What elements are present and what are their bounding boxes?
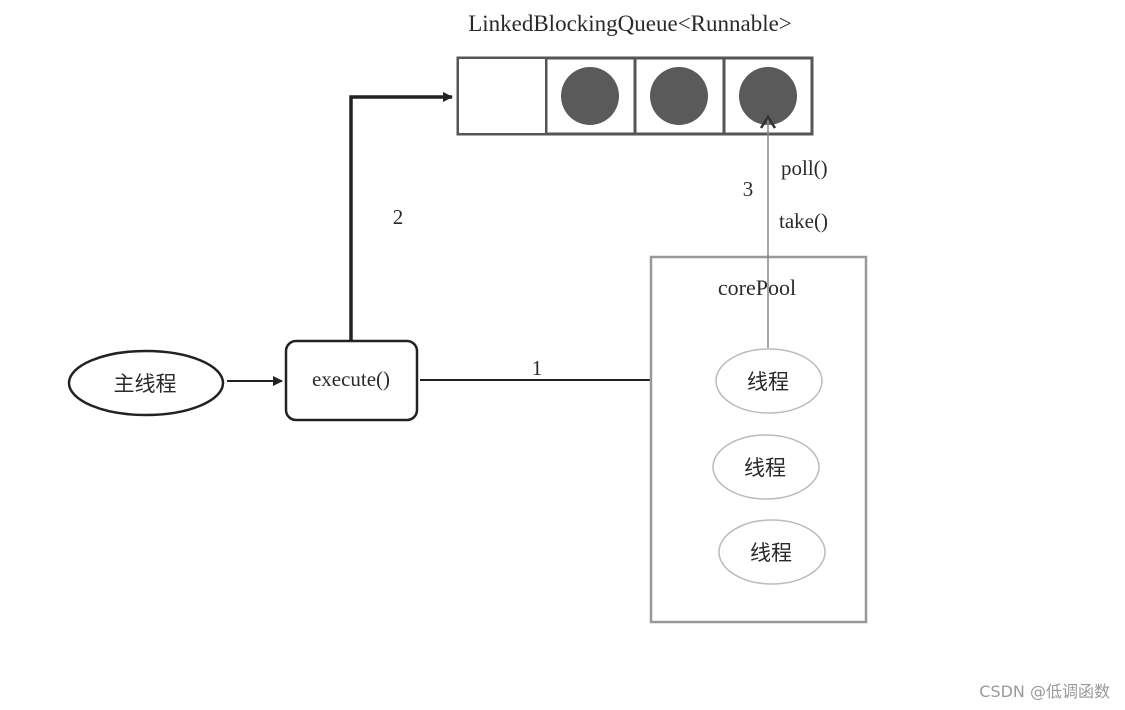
core-pool-label: corePool <box>718 275 796 300</box>
core-thread-1-label: 线程 <box>747 370 789 394</box>
core-thread-3-label: 线程 <box>750 541 792 565</box>
arrow-enqueue <box>349 92 453 341</box>
step-3-label: 3 <box>743 177 754 201</box>
core-thread-1 <box>715 348 823 414</box>
core-thread-3 <box>718 519 826 585</box>
step-2-label: 2 <box>393 205 404 229</box>
queue-title: LinkedBlockingQueue<Runnable> <box>468 11 792 36</box>
main-thread-node: 主线程 <box>67 349 225 417</box>
arrow-poll-take-head <box>759 114 777 129</box>
queue-task-token <box>561 67 619 125</box>
queue-task-token <box>739 67 797 125</box>
watermark: CSDN @低调函数 <box>979 682 1110 701</box>
main-thread-ellipse <box>67 349 225 417</box>
execute-box <box>284 339 419 422</box>
core-pool: corePool 线程 线程 线程 <box>649 255 868 624</box>
step-1-label: 1 <box>532 356 543 380</box>
execute-label: execute() <box>312 367 390 391</box>
take-label: take() <box>779 209 828 233</box>
core-thread-2 <box>712 434 820 500</box>
execute-node: execute() <box>284 339 419 422</box>
blocking-queue <box>456 56 814 136</box>
main-thread-label: 主线程 <box>114 372 177 396</box>
core-thread-2-label: 线程 <box>744 456 786 480</box>
queue-slot-empty <box>459 59 545 133</box>
poll-label: poll() <box>781 156 828 180</box>
queue-task-token <box>650 67 708 125</box>
